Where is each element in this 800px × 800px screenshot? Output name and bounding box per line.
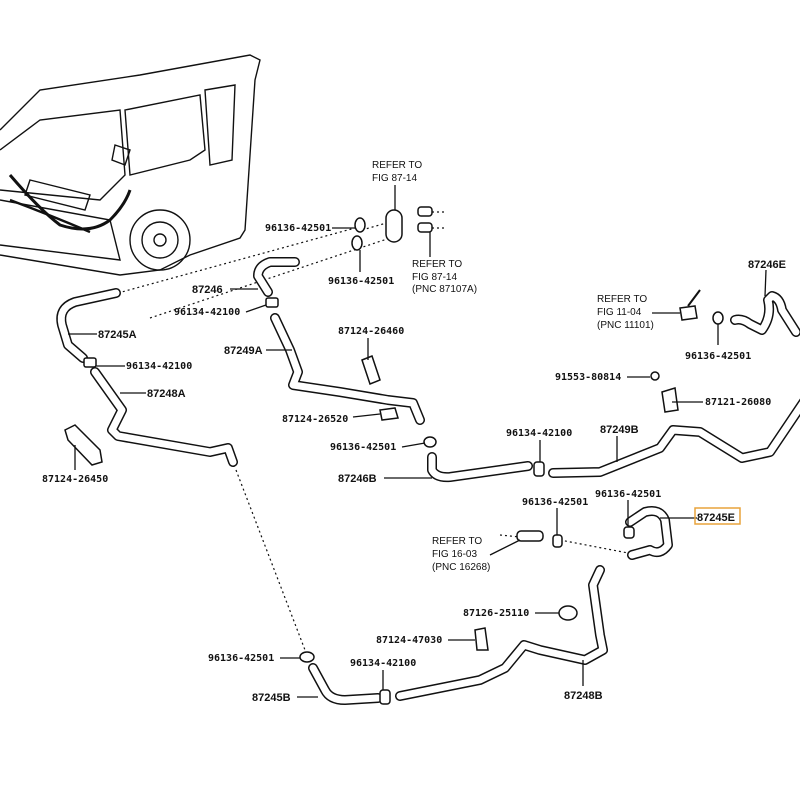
hose-87248B [395,565,608,701]
ref-note-line: (PNC 16268) [432,562,490,573]
ref-note-line: REFER TO [372,160,422,171]
hose-87248A [90,367,238,467]
hose-87245A [56,288,121,363]
ref-note-line: FIG 87-14 [412,272,457,283]
ref-note-line: (PNC 11101) [597,320,654,331]
part-label[interactable]: 96134-42100 [174,307,240,318]
part-label-highlighted[interactable]: 87245E [697,512,735,524]
clips-and-clamps [64,206,724,705]
part-labels: 96136-42501 96136-42501 87246 96134-4210… [42,223,786,704]
part-label[interactable]: 87126-25110 [463,608,529,619]
part-label[interactable]: 96134-42100 [350,658,416,669]
part-label[interactable]: 87249A [224,345,263,357]
part-label[interactable]: 91553-80814 [555,372,621,383]
highlight-box [694,507,741,525]
part-label[interactable]: 87121-26080 [705,397,771,408]
part-label[interactable]: 87246E [748,259,786,271]
ref-note-line: FIG 16-03 [432,549,477,560]
ref-note-line: FIG 87-14 [372,173,417,184]
part-label[interactable]: 96136-42501 [208,653,274,664]
part-label[interactable]: 87124-47030 [376,635,442,646]
part-label[interactable]: 96136-42501 [265,223,331,234]
part-label[interactable]: 87249B [600,424,639,436]
part-label[interactable]: 96136-42501 [328,276,394,287]
part-label[interactable]: 87246B [338,473,377,485]
hose-87245E [625,506,673,560]
ref-note-line: REFER TO [412,259,462,270]
van-illustration [0,54,261,276]
ref-note-line: REFER TO [597,294,647,305]
part-label[interactable]: 96136-42501 [522,497,588,508]
part-label[interactable]: 87124-26450 [42,474,108,485]
part-label[interactable]: 87124-26460 [338,326,404,337]
leader-lines [68,185,767,698]
part-label[interactable]: 96136-42501 [685,351,751,362]
hose-87245B [308,663,383,705]
hose-87246E [730,291,800,337]
part-label[interactable]: 96134-42100 [506,428,572,439]
part-label[interactable]: 87124-26520 [282,414,348,425]
part-label[interactable]: 87248A [147,388,186,400]
ref-note-line: (PNC 87107A) [412,284,477,295]
hoses [56,257,800,705]
part-label[interactable]: 96134-42100 [126,361,192,372]
hose-87249B [548,398,800,478]
part-label[interactable]: 87245A [98,329,137,341]
part-label[interactable]: 87248B [564,690,603,702]
hose-87246B [427,452,533,483]
part-label[interactable]: 87245B [252,692,291,704]
part-label[interactable]: 96136-42501 [330,442,396,453]
hose-87249A [270,313,425,425]
ref-note-line: REFER TO [432,536,482,547]
reference-notes: REFER TO FIG 87-14 REFER TO FIG 87-14 (P… [372,160,654,573]
hose-87246 [253,257,300,297]
part-label[interactable]: 87246 [192,284,223,296]
part-label[interactable]: 96136-42501 [595,489,661,500]
ref-note-line: FIG 11-04 [597,307,642,318]
